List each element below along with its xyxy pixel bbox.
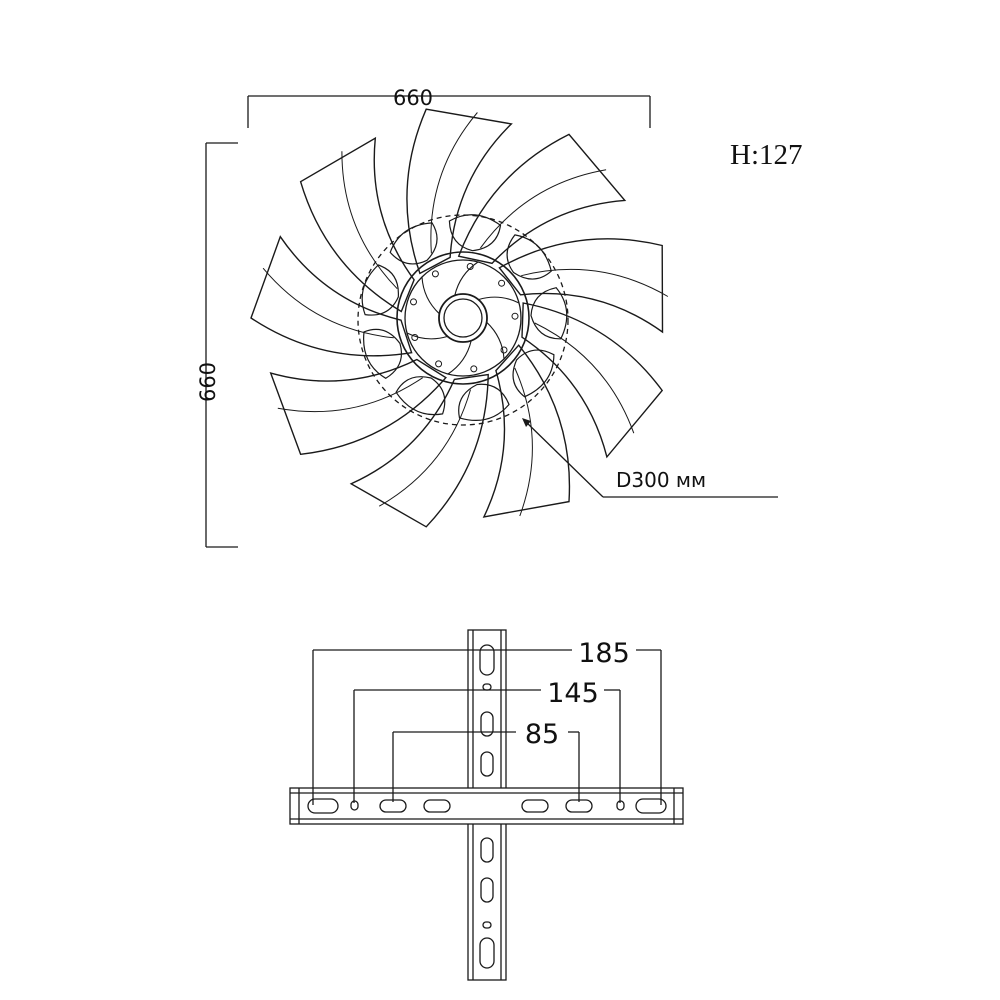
diameter-label: D300 мм (616, 468, 706, 492)
diameter-circle (357, 214, 569, 426)
fan-blade (482, 344, 571, 518)
vertical-slots (479, 644, 495, 969)
hub-screw (431, 270, 439, 278)
hub-spoke (478, 296, 520, 304)
dim-85-label: 85 (525, 719, 559, 750)
hub-spoke (486, 321, 505, 360)
blade-outline (482, 344, 571, 518)
blade-groove (277, 377, 423, 413)
bracket-dimension-145 (353, 689, 621, 803)
blade-groove (341, 151, 398, 290)
blade-mount (389, 222, 438, 265)
blade-mount (363, 328, 403, 380)
hub-screw (411, 334, 419, 341)
blade-outline (269, 358, 447, 456)
fan-blade (389, 108, 513, 275)
hub-screw (466, 263, 474, 270)
blade-groove (262, 267, 394, 339)
hub-spokes (406, 261, 520, 375)
hub-spoke (406, 332, 448, 340)
hub-screw (435, 360, 443, 368)
fan-blade (448, 133, 627, 265)
height-dimension (205, 142, 238, 548)
bracket-dimension-185 (312, 649, 662, 805)
fan-blade (498, 234, 669, 334)
h-label: H:127 (730, 139, 803, 171)
fan-blades (250, 108, 669, 528)
hub-screw (511, 312, 519, 320)
blade-groove (479, 169, 607, 249)
mounting-bracket (289, 629, 684, 981)
bracket-dimension-85 (392, 731, 580, 802)
blade-mount (506, 234, 552, 280)
fan-blade (349, 373, 510, 528)
blade-mount (448, 214, 502, 252)
blade-groove (521, 268, 669, 297)
height-label: 660 (196, 362, 220, 402)
blade-mount (512, 349, 555, 398)
motor-housing (396, 251, 530, 385)
blade-mount (361, 264, 399, 316)
diameter-leader (522, 418, 778, 498)
hub-screws (410, 263, 519, 373)
hub-spoke (421, 276, 440, 315)
fan-drawing (205, 95, 778, 548)
blade-groove (514, 367, 533, 517)
width-label: 660 (393, 86, 433, 110)
blade-outline (457, 133, 627, 265)
blade-mount (458, 383, 510, 421)
blade-groove (534, 322, 635, 434)
blade-groove (430, 112, 478, 254)
fan-blade (299, 136, 415, 316)
fan-blade (521, 287, 664, 459)
blade-outline (521, 302, 664, 459)
blade-outline (406, 108, 513, 275)
fan-blade (269, 358, 447, 456)
fan-blade (250, 235, 413, 380)
blade-mount (530, 287, 568, 340)
hub-spoke (447, 340, 472, 375)
hub-screw (410, 298, 417, 306)
hub-spoke (454, 261, 479, 296)
dim-185-label: 185 (578, 638, 630, 669)
blade-outline (498, 238, 664, 334)
blade-outline (250, 235, 413, 357)
dim-145-label: 145 (547, 678, 599, 709)
hub-screw (498, 279, 506, 287)
blade-outline (299, 136, 415, 313)
blade-groove (378, 389, 471, 507)
width-dimension (247, 95, 651, 128)
hub-screw (500, 346, 508, 354)
blade-mount (395, 376, 446, 416)
hub-screw (470, 365, 478, 373)
